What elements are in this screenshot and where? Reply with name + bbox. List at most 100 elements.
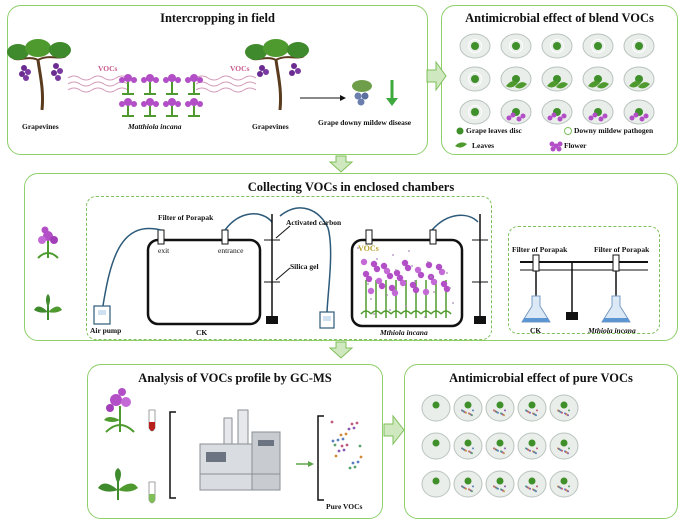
air-tube [101,227,162,313]
petri-dish-icon [459,99,491,125]
leaves-icon [455,142,467,148]
petri-dish-icon [517,470,547,498]
petri-dish-icon [485,432,515,460]
grapevines-left-label: Grapevines [22,122,59,131]
air-tube [224,213,273,231]
leaf-plant-icon [34,294,62,320]
flower-icon [549,141,563,152]
flower-plant-icon [37,226,59,259]
disease-label: Grape downy mildew disease [318,118,412,127]
legend-leaves: Leaves [472,141,495,150]
voc-waves-left [67,75,129,93]
flask-icon [601,295,631,323]
gcms-instrument-icon [199,409,281,491]
petri-dish-icon [485,394,515,422]
vocs-label-right: VOCs [230,64,250,73]
voc-waves-right [195,75,257,93]
petri-dish-icon [500,99,532,125]
legend-pathogen: Downy mildew pathogen [574,126,654,135]
filter-setup-box [508,226,660,334]
petri-dish-icon [582,66,614,92]
test-tube-icon [148,481,156,504]
exit-label: exit [158,246,170,255]
chamber-setup-box [86,196,492,340]
filter-label-right-b: Filter of Porapak [594,245,650,254]
petri-dish-icon [421,432,451,460]
petri-dish-icon [500,66,532,92]
vocs-label-left: VOCs [98,64,118,73]
leaf-disc-icon [456,127,464,135]
petri-dish-icon [582,33,614,59]
test-tube-icon [148,409,156,432]
mthiola-label: Mthiola incana [380,328,428,337]
decrease-arrow-icon [386,80,398,106]
bracket-left [169,411,176,499]
pure-vocs-label: Pure VOCs [326,502,363,511]
petri-dish-icon [453,470,483,498]
petri-dish-icon [541,99,573,125]
petri-dish-icon [623,66,655,92]
ck-right-label: CK [530,326,542,335]
petri-dish-icon [459,66,491,92]
legend-leaf-disc: Grape leaves disc [466,126,522,135]
petri-dish-icon [582,99,614,125]
matthiola-label: Matthiola incana [128,122,182,131]
petri-dish-icon [541,33,573,59]
petri-dish-icon [500,33,532,59]
panel-intercropping: Intercropping in field [7,5,428,155]
legend-flower: Flower [564,141,587,150]
flower-plant-icon [119,74,203,117]
vocs-chamber-label: VOCs [358,244,379,253]
panel-title: Analysis of VOCs profile by GC-MS [138,371,332,385]
air-pump-label: Air pump [90,326,122,335]
petri-dish-icon [549,432,579,460]
petri-dish-icon [459,33,491,59]
flow-arrow-down [328,341,354,359]
diseased-grape-icon [352,80,372,106]
grapevines-right-label: Grapevines [252,122,289,131]
petri-dish-icon [421,470,451,498]
petri-dish-icon [541,66,573,92]
flower-mass-in-chamber [357,247,454,318]
petri-dish-icon [517,432,547,460]
petri-dish-icon [549,394,579,422]
pathogen-icon [564,127,572,135]
silica-gel-label: Silica gel [290,262,319,271]
grapevine-icon [7,39,71,111]
flow-arrow-right [383,414,405,446]
petri-dish-icon [517,394,547,422]
petri-dish-icon [421,394,451,422]
filter-label-right-a: Filter of Porapak [512,245,568,254]
petri-dish-icon [453,394,483,422]
petri-dish-icon [623,33,655,59]
flower-plant-icon [104,388,135,433]
panel-title: Intercropping in field [160,11,275,25]
filter-label-left: Filter of Porapak [158,213,214,222]
bracket-right [317,415,324,501]
petri-dish-icon [623,99,655,125]
panel-title: Antimicrobial effect of blend VOCs [465,11,654,25]
petri-dish-icon [453,432,483,460]
petri-dish-icon [485,470,515,498]
ck-label: CK [196,328,208,337]
leaf-plant-icon [98,468,138,500]
entrance-label: entrance [218,246,244,255]
activated-carbon-label: Activated carbon [286,218,342,227]
grapevine-icon [245,39,309,111]
filter-rack [520,254,648,320]
flask-icon [521,295,551,323]
flow-arrow-right [426,60,447,92]
panel-title: Collecting VOCs in enclosed chambers [247,180,455,194]
flow-arrow-down [328,155,354,173]
panel-title: Antimicrobial effect of pure VOCs [449,371,633,385]
matthiola-chamber [350,238,464,328]
air-pump-icon [93,305,111,325]
pure-vocs-dots [330,420,363,470]
